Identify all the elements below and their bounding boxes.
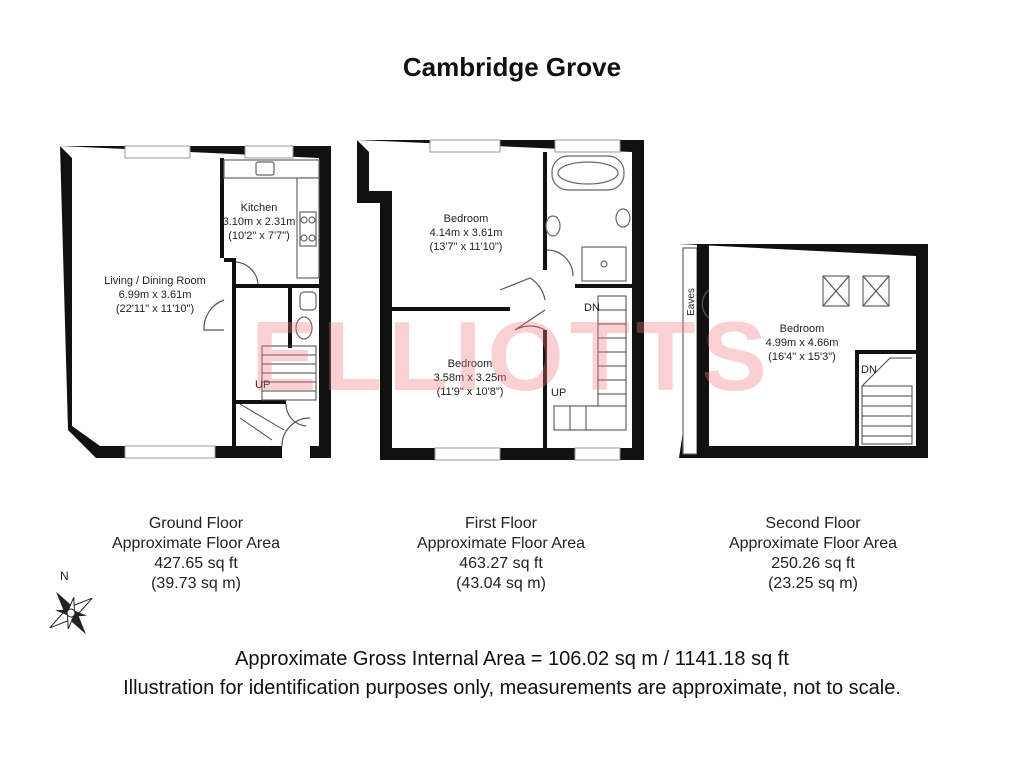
floor-area-sqft: 427.65 sq ft xyxy=(154,555,238,572)
ground-floor-plan: Living / Dining Room 6.99m x 3.61m (22'1… xyxy=(60,145,331,459)
room-metric: 3.10m x 2.31m xyxy=(223,216,296,228)
floor-area-sqm: (43.04 sq m) xyxy=(456,575,546,592)
stair-label-up: UP xyxy=(255,379,270,391)
interior-wall xyxy=(236,400,286,404)
interior-wall xyxy=(575,284,632,288)
hob-ring xyxy=(308,216,316,224)
first-floor-stairs xyxy=(553,295,627,431)
room-imperial: (22'11" x 11'10") xyxy=(116,303,194,315)
eaves-door-swing xyxy=(701,289,710,319)
bathroom-basin xyxy=(545,215,561,237)
compass-point xyxy=(56,591,73,613)
door-swing xyxy=(235,261,259,285)
room-metric: 6.99m x 3.61m xyxy=(119,289,192,301)
window xyxy=(244,145,294,159)
bath-inner xyxy=(557,161,619,185)
compass-north-label: N xyxy=(60,569,69,583)
disclaimer-text: Illustration for identification purposes… xyxy=(123,677,901,699)
first-floor-plan: Bedroom 4.14m x 3.61m (13'7" x 11'10") B… xyxy=(357,139,644,461)
interior-wall xyxy=(392,307,510,311)
floor-area-sqm: (23.25 sq m) xyxy=(768,575,858,592)
interior-wall xyxy=(220,158,224,258)
floor-area-label: Approximate Floor Area xyxy=(111,535,281,552)
room-imperial: (11'9" x 10'8") xyxy=(437,386,504,398)
ground-floor-caption: Ground Floor Approximate Floor Area 427.… xyxy=(66,514,326,594)
window xyxy=(124,445,216,459)
room-name: Living / Dining Room xyxy=(104,275,206,287)
window xyxy=(434,447,501,461)
eaves-divider xyxy=(697,244,709,458)
floor-area-label: Approximate Floor Area xyxy=(416,535,586,552)
door-swing xyxy=(514,309,546,331)
room-imperial: (13'7" x 11'10") xyxy=(430,241,503,253)
room-imperial: (16'4" x 15'3") xyxy=(768,351,836,363)
interior-wall xyxy=(855,350,859,446)
interior-wall xyxy=(224,258,236,262)
hob-ring xyxy=(300,234,308,242)
floor-name: Second Floor xyxy=(765,515,861,532)
floor-area-label: Approximate Floor Area xyxy=(728,535,898,552)
second-floor-stairs xyxy=(861,357,913,445)
door-swing xyxy=(499,277,546,301)
interior-wall xyxy=(232,262,236,446)
front-door-gap xyxy=(282,446,310,458)
second-floor-caption: Second Floor Approximate Floor Area 250.… xyxy=(683,514,943,594)
compass-point xyxy=(69,613,86,635)
window xyxy=(574,447,621,461)
stair-label-down: DN xyxy=(584,302,600,314)
room-metric: 4.99m x 4.66m xyxy=(766,337,839,349)
kitchen-sink xyxy=(255,161,275,176)
interior-wall xyxy=(543,152,547,270)
stair-label-up: UP xyxy=(551,387,566,399)
cloakroom-basin xyxy=(299,291,317,311)
hob-ring xyxy=(308,234,316,242)
room-imperial: (10'2" x 7'7") xyxy=(228,230,290,242)
room-name: Bedroom xyxy=(780,323,825,335)
room-name: Kitchen xyxy=(241,202,278,214)
interior-wall xyxy=(288,288,292,348)
door-swing xyxy=(285,403,307,427)
window xyxy=(124,145,191,159)
plan-title: Cambridge Grove xyxy=(402,52,622,82)
bathroom-wc xyxy=(615,208,631,228)
room-metric: 3.58m x 3.25m xyxy=(434,372,507,384)
room-metric: 4.14m x 3.61m xyxy=(430,227,503,239)
cloakroom-wc xyxy=(295,316,313,340)
gross-area-text: Approximate Gross Internal Area = 106.02… xyxy=(235,648,789,670)
interior-wall xyxy=(859,350,916,354)
floor-area-sqft: 463.27 sq ft xyxy=(459,555,543,572)
floor-area-sqft: 250.26 sq ft xyxy=(771,555,855,572)
stair-label-down: DN xyxy=(861,364,877,376)
skylight-cross xyxy=(862,275,890,307)
compass-rose xyxy=(49,591,93,635)
room-name: Bedroom xyxy=(444,213,489,225)
first-floor-walls xyxy=(357,140,644,460)
first-floor-caption: First Floor Approximate Floor Area 463.2… xyxy=(371,514,631,594)
hob-ring xyxy=(300,216,308,224)
skylight-cross xyxy=(822,275,850,307)
eaves-strip xyxy=(682,247,698,455)
floor-name: Ground Floor xyxy=(148,515,244,532)
room-name: Bedroom xyxy=(448,358,493,370)
door-swing xyxy=(203,299,225,331)
floor-name: First Floor xyxy=(465,515,537,532)
window xyxy=(554,139,621,153)
floor-area-sqm: (39.73 sq m) xyxy=(151,575,241,592)
door-swing xyxy=(546,249,574,277)
front-door-swing xyxy=(281,417,311,447)
interior-wall xyxy=(543,330,547,448)
shower-drain xyxy=(600,260,608,268)
interior-wall xyxy=(236,284,319,288)
eaves-label: Eaves xyxy=(686,288,697,316)
ground-floor-stairs xyxy=(239,345,317,441)
second-floor-plan: Bedroom 4.99m x 4.66m (16'4" x 15'3") DN… xyxy=(679,244,928,458)
window xyxy=(429,139,501,153)
